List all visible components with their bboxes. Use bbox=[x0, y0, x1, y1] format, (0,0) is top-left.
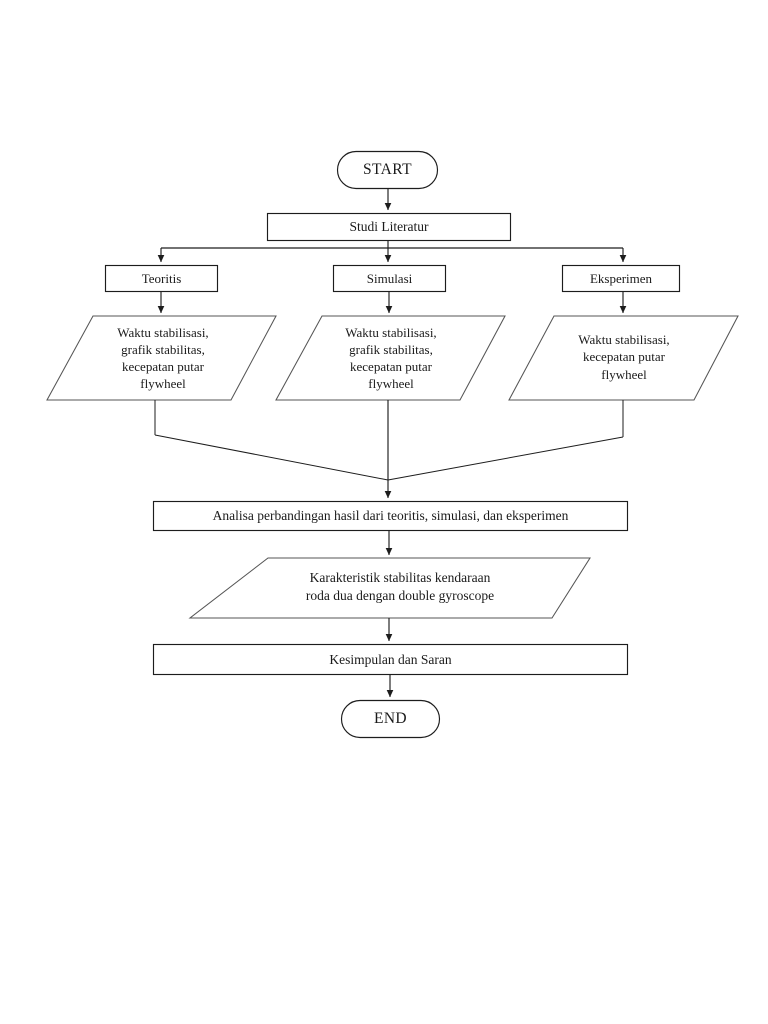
output-simulasi-label[interactable]: Waktu stabilisasi, grafik stabilitas, ke… bbox=[345, 324, 437, 392]
end-terminator-shape[interactable] bbox=[340, 699, 441, 739]
output-eksperimen-label[interactable]: Waktu stabilisasi, kecepatan putar flywh… bbox=[578, 332, 670, 382]
analisa-label[interactable]: Analisa perbandingan hasil dari teoritis… bbox=[212, 508, 569, 524]
output-eksperimen-parallelogram-shape[interactable] bbox=[508, 315, 739, 401]
start-label[interactable]: START bbox=[363, 160, 412, 178]
eksperimen-box-shape[interactable] bbox=[561, 264, 681, 293]
output-simulasi-parallelogram-shape[interactable] bbox=[275, 315, 506, 401]
kesimpulan-label[interactable]: Kesimpulan dan Saran bbox=[329, 651, 452, 667]
studi-literatur-label[interactable]: Studi Literatur bbox=[349, 219, 429, 235]
output-teoritis-label[interactable]: Waktu stabilisasi, grafik stabilitas, ke… bbox=[117, 324, 209, 392]
simulasi-label[interactable]: Simulasi bbox=[366, 270, 413, 286]
eksperimen-label[interactable]: Eksperimen bbox=[589, 270, 653, 286]
simulasi-box-shape[interactable] bbox=[332, 264, 447, 293]
teoritis-box-shape[interactable] bbox=[104, 264, 219, 293]
connector-merge-left-diagonal bbox=[154, 434, 389, 481]
kesimpulan-box-shape[interactable] bbox=[152, 643, 629, 676]
studi-literatur-box-shape[interactable] bbox=[266, 212, 512, 242]
karakteristik-parallelogram-shape[interactable] bbox=[188, 557, 591, 619]
analisa-box-shape[interactable] bbox=[152, 500, 629, 532]
output-teoritis-parallelogram-shape[interactable] bbox=[46, 315, 277, 401]
teoritis-label[interactable]: Teoritis bbox=[141, 270, 182, 286]
connector-merge-right-diagonal bbox=[387, 436, 624, 481]
karakteristik-label[interactable]: Karakteristik stabilitas kendaraan roda … bbox=[305, 570, 495, 603]
end-label[interactable]: END bbox=[373, 709, 408, 727]
